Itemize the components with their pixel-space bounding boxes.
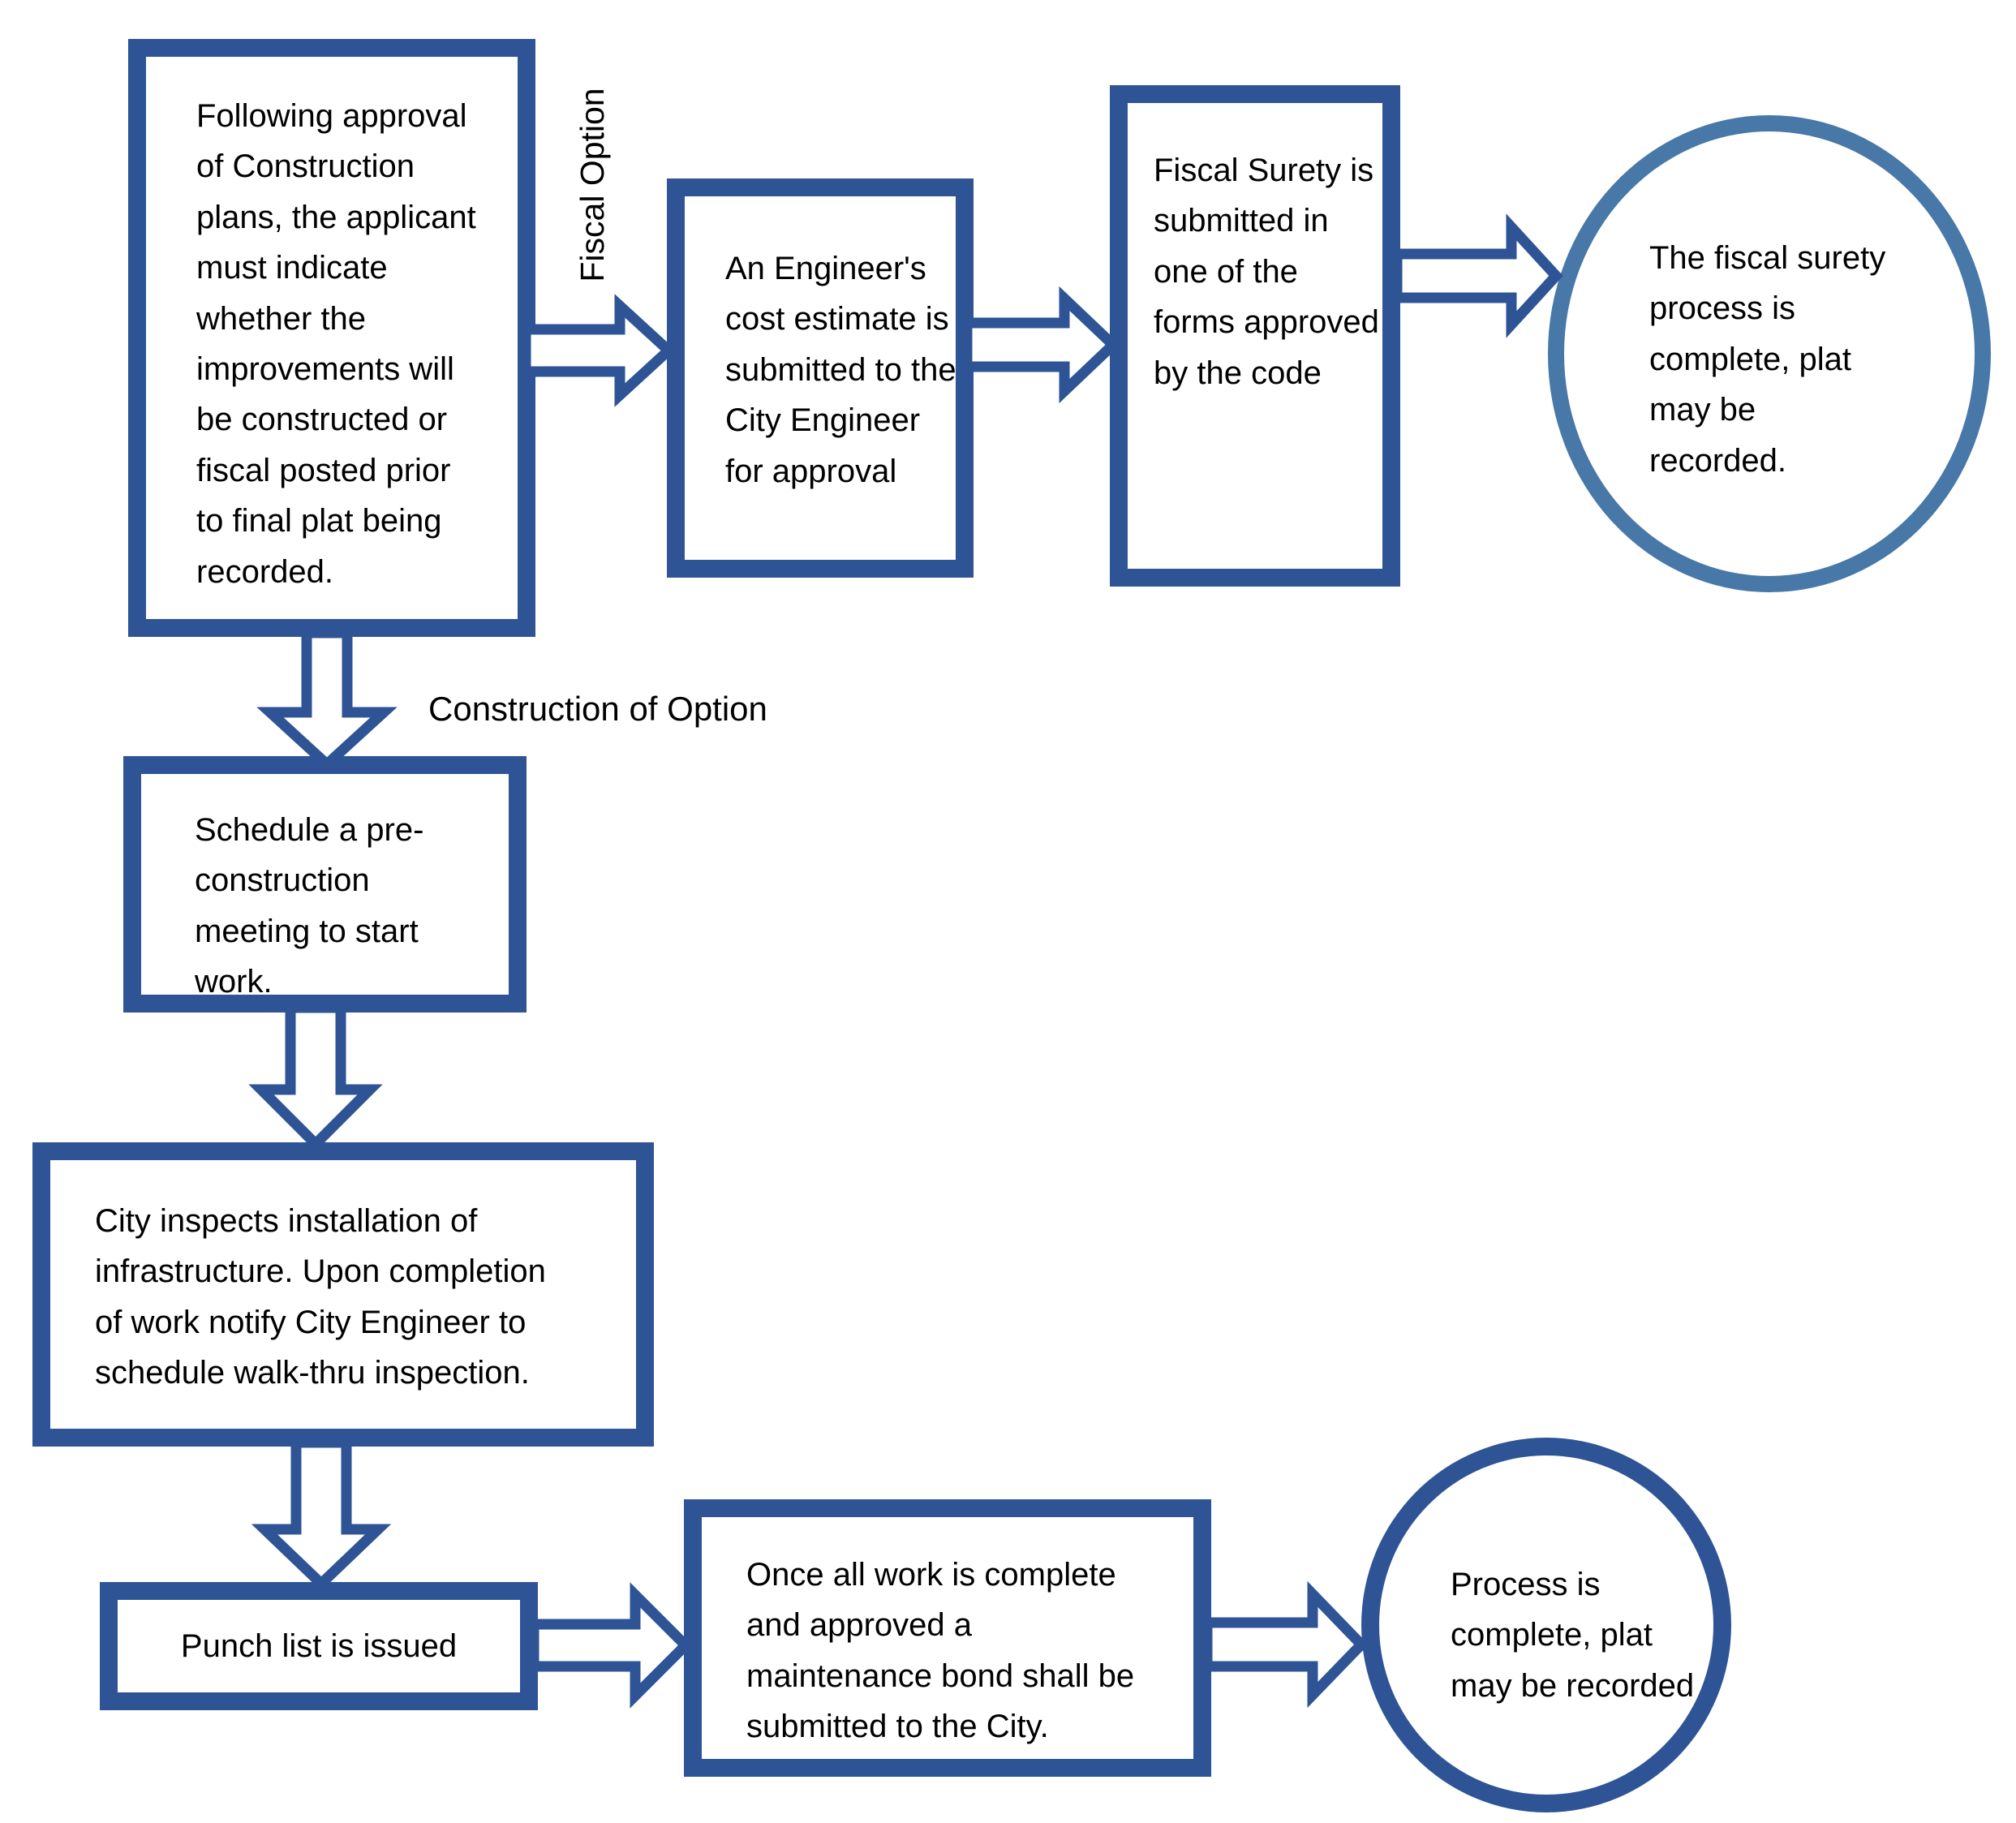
arrow-start-to-preconstruction-icon	[256, 627, 398, 772]
node-preconstruction-meeting-text: Schedule a pre-construction meeting to s…	[195, 812, 424, 1000]
node-punch-list: Punch list is issued	[100, 1582, 538, 1710]
node-process-complete-text: Process is complete, plat may be recorde…	[1451, 1567, 1695, 1704]
node-fiscal-surety-text: Fiscal Surety is submitted in one of the…	[1154, 153, 1379, 391]
node-fiscal-complete-text: The fiscal surety process is complete, p…	[1649, 240, 1886, 479]
node-preconstruction-meeting: Schedule a pre-construction meeting to s…	[123, 756, 527, 1013]
node-engineer-estimate: An Engineer's cost estimate is submitted…	[667, 178, 974, 578]
node-fiscal-surety: Fiscal Surety is submitted in one of the…	[1110, 85, 1400, 587]
arrow-preconstruction-to-inspection-icon	[248, 1002, 383, 1152]
node-start-text: Following approval of Construction plans…	[196, 98, 476, 590]
label-construction-option: Construction of Option	[428, 690, 767, 728]
arrow-inspection-to-punchlist-icon	[251, 1437, 392, 1591]
label-fiscal-option: Fiscal Option	[574, 88, 611, 282]
arrow-fiscal-option-icon	[520, 294, 677, 407]
node-city-inspection: City inspects installation of infrastruc…	[32, 1142, 654, 1447]
node-punch-list-text: Punch list is issued	[180, 1627, 458, 1664]
node-city-inspection-text: City inspects installation of infrastruc…	[95, 1203, 546, 1391]
node-process-complete-circle: Process is complete, plat may be recorde…	[1361, 1438, 1731, 1812]
arrow-surety-to-complete-icon	[1391, 213, 1563, 338]
arrow-estimate-to-surety-icon	[961, 286, 1121, 404]
node-maintenance-bond: Once all work is complete and approved a…	[684, 1499, 1211, 1777]
node-fiscal-complete-circle: The fiscal surety process is complete, p…	[1548, 115, 1991, 592]
node-maintenance-bond-text: Once all work is complete and approved a…	[746, 1557, 1135, 1745]
arrow-bond-to-complete-icon	[1201, 1580, 1369, 1709]
arrow-punchlist-to-bond-icon	[528, 1582, 694, 1709]
node-start: Following approval of Construction plans…	[128, 39, 535, 637]
node-engineer-estimate-text: An Engineer's cost estimate is submitted…	[725, 251, 956, 489]
